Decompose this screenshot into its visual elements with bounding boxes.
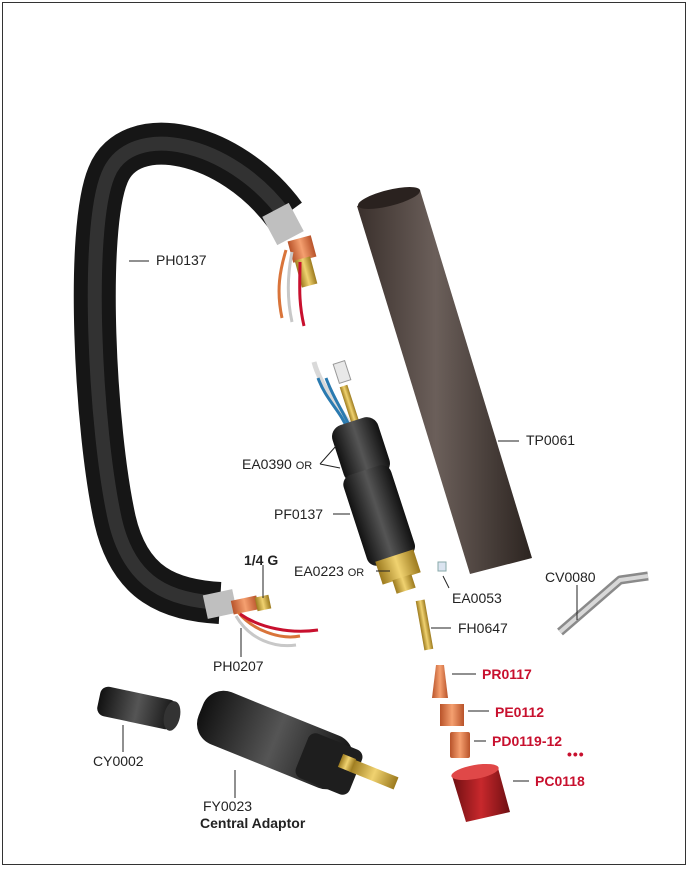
part-pe0112 <box>440 704 464 726</box>
part-pd0119 <box>450 732 470 758</box>
part-pr0117 <box>432 665 448 698</box>
label-central-adaptor: Central Adaptor <box>200 815 306 831</box>
clip-cv0080 <box>557 571 649 636</box>
label-ph0137: PH0137 <box>156 252 207 268</box>
label-ea0223-or: OR <box>347 567 365 579</box>
label-pe0112: PE0112 <box>495 704 545 720</box>
label-cy0002: CY0002 <box>93 753 144 769</box>
label-fy0023: FY0023 <box>203 798 253 814</box>
handle-assembly <box>311 360 421 594</box>
hose-bottom-connector <box>230 594 319 648</box>
label-pf0137: PF0137 <box>274 506 324 522</box>
part-fh0647 <box>415 599 434 651</box>
label-ea0223: EA0223 <box>294 563 344 579</box>
part-cy0002 <box>97 686 181 731</box>
tube-tp0061 <box>357 187 532 574</box>
label-ea0053: EA0053 <box>452 590 502 606</box>
label-fh0647: FH0647 <box>458 620 508 636</box>
label-ea0223-group: EA0223 OR <box>294 563 364 581</box>
label-pc0118: PC0118 <box>535 773 585 789</box>
label-ea0390-or: OR <box>295 460 313 472</box>
label-pr0117: PR0117 <box>482 666 532 682</box>
label-quarter-g: 1/4 G <box>244 552 279 568</box>
label-cv0080: CV0080 <box>545 569 596 585</box>
hose-top-connector <box>277 235 318 327</box>
label-pd0119: PD0119-12 <box>492 733 563 749</box>
hose-ph0137 <box>73 122 304 624</box>
label-ea0390: EA0390 <box>242 456 292 472</box>
label-tp0061: TP0061 <box>526 432 576 448</box>
central-adaptor-fy0023 <box>196 690 399 795</box>
part-ea0053 <box>437 561 447 572</box>
label-pd0119-dots: ••• <box>567 746 585 762</box>
leader-lines <box>122 260 578 798</box>
label-ea0390-group: EA0390 OR <box>242 456 312 474</box>
label-ph0207: PH0207 <box>213 658 264 674</box>
nozzle-pc0118 <box>451 763 510 822</box>
